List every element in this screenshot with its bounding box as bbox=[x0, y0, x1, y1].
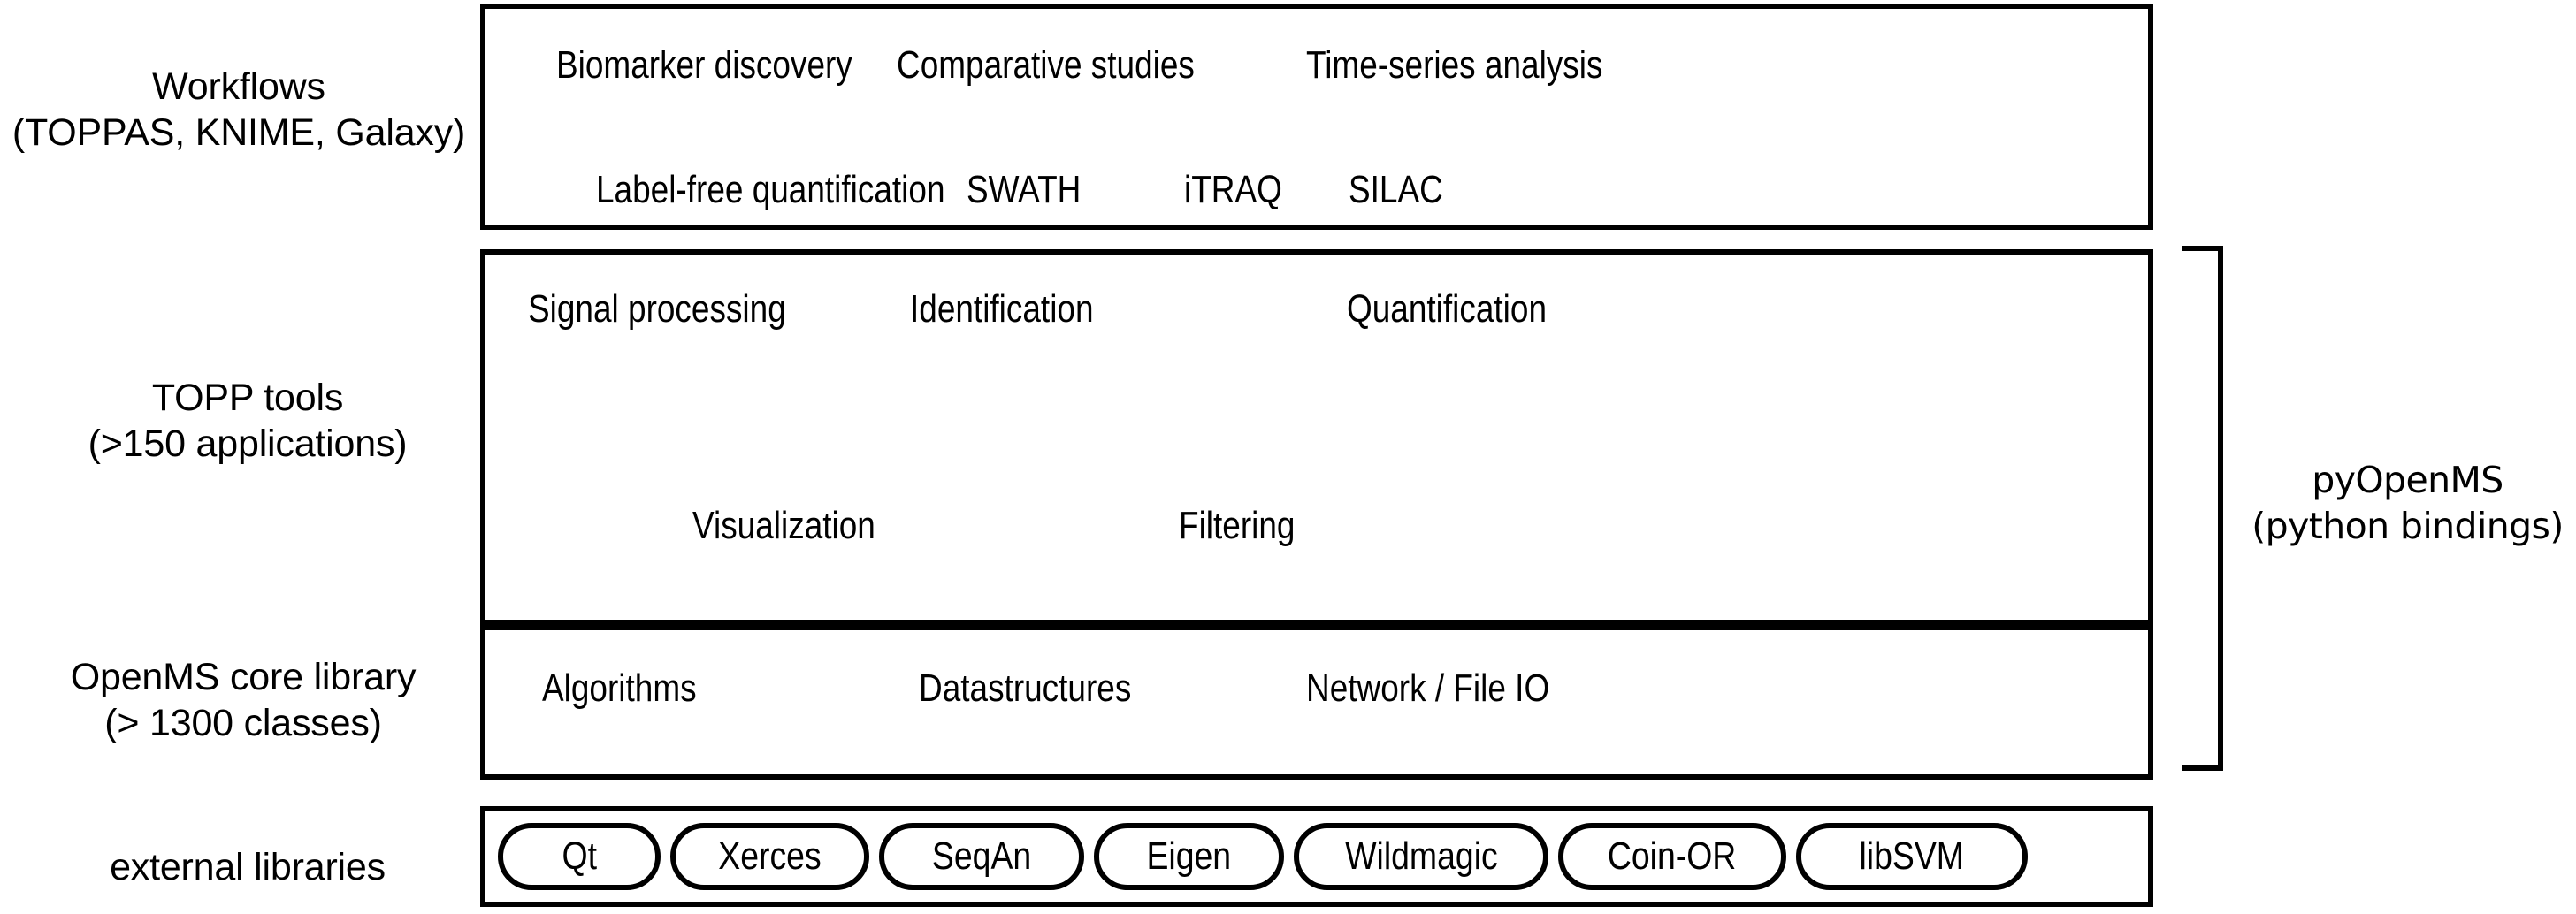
external-libraries-box: Qt Xerces SeqAn Eigen Wildmagic Coin-OR … bbox=[480, 806, 2153, 907]
workflow-item-swath: SWATH bbox=[967, 168, 1082, 211]
workflow-item-itraq: iTRAQ bbox=[1184, 168, 1282, 211]
row-label-workflows-line2: (TOPPAS, KNIME, Galaxy) bbox=[11, 111, 466, 155]
core-item-algorithms: Algorithms bbox=[542, 666, 697, 710]
topp-item-identification: Identification bbox=[910, 287, 1094, 331]
workflow-item-label-free-quantification: Label-free quantification bbox=[596, 168, 945, 211]
row-label-core-library-line2: (> 1300 classes) bbox=[104, 702, 382, 745]
row-label-topp-tools-line1: TOPP tools bbox=[151, 377, 344, 419]
topp-item-filtering: Filtering bbox=[1179, 504, 1296, 547]
row-label-external-libraries-line1: external libraries bbox=[110, 846, 386, 888]
external-library-label-eigen: Eigen bbox=[1146, 834, 1232, 878]
workflow-item-biomarker-discovery: Biomarker discovery bbox=[556, 43, 852, 87]
row-label-workflows: Workflows (TOPPAS, KNIME, Galaxy) bbox=[0, 64, 478, 156]
workflow-item-comparative-studies: Comparative studies bbox=[897, 43, 1195, 87]
external-library-label-wildmagic: Wildmagic bbox=[1344, 834, 1498, 878]
core-library-box: Algorithms Datastructures Network / File… bbox=[480, 625, 2153, 780]
external-library-label-qt: Qt bbox=[562, 834, 597, 878]
topp-item-quantification: Quantification bbox=[1347, 287, 1548, 331]
external-library-label-coin-or: Coin-OR bbox=[1608, 834, 1737, 878]
workflow-item-silac: SILAC bbox=[1349, 168, 1443, 211]
external-library-pill-libsvm: libSVM bbox=[1796, 823, 2028, 890]
row-label-workflows-line1: Workflows bbox=[152, 65, 325, 108]
workflow-item-time-series-analysis: Time-series analysis bbox=[1306, 43, 1603, 87]
topp-tools-box: Signal processing Identification Quantif… bbox=[480, 249, 2153, 625]
core-item-network-file-io: Network / File IO bbox=[1306, 666, 1550, 710]
pyopenms-label-line2: (python bindings) bbox=[2251, 504, 2564, 547]
row-label-core-library: OpenMS core library (> 1300 classes) bbox=[9, 654, 478, 747]
row-label-external-libraries: external libraries bbox=[27, 844, 469, 890]
external-libraries-pill-row: Qt Xerces SeqAn Eigen Wildmagic Coin-OR … bbox=[498, 823, 2136, 890]
external-library-pill-coin-or: Coin-OR bbox=[1558, 823, 1786, 890]
row-label-topp-tools-line2: (>150 applications) bbox=[88, 423, 408, 466]
topp-item-signal-processing: Signal processing bbox=[528, 287, 786, 331]
workflows-box: Biomarker discovery Comparative studies … bbox=[480, 4, 2153, 230]
pyopenms-bracket bbox=[2182, 246, 2223, 771]
external-library-pill-eigen: Eigen bbox=[1094, 823, 1284, 890]
core-item-datastructures: Datastructures bbox=[919, 666, 1132, 710]
external-library-pill-wildmagic: Wildmagic bbox=[1294, 823, 1548, 890]
external-library-pill-seqan: SeqAn bbox=[879, 823, 1084, 890]
topp-item-visualization: Visualization bbox=[692, 504, 875, 547]
row-label-core-library-line1: OpenMS core library bbox=[70, 656, 417, 698]
external-library-label-libsvm: libSVM bbox=[1859, 834, 1965, 878]
row-label-topp-tools: TOPP tools (>150 applications) bbox=[18, 375, 478, 468]
external-library-label-xerces: Xerces bbox=[718, 834, 822, 878]
external-library-pill-qt: Qt bbox=[498, 823, 661, 890]
external-library-label-seqan: SeqAn bbox=[931, 834, 1032, 878]
external-library-pill-xerces: Xerces bbox=[670, 823, 869, 890]
pyopenms-label-line1: pyOpenMS bbox=[2312, 459, 2503, 501]
pyopenms-label: pyOpenMS (python bindings) bbox=[2237, 458, 2576, 549]
